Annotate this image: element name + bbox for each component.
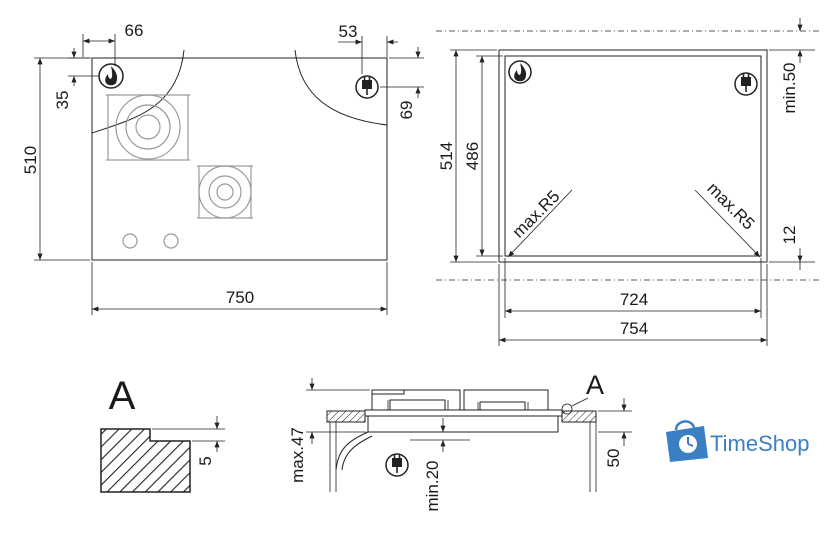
front-view: 750 510 66 35 53 69 — [21, 21, 424, 315]
width-label: 750 — [226, 288, 254, 307]
cutout-outer — [498, 49, 768, 263]
worktop-section-hatched — [100, 428, 191, 493]
hob-outline — [91, 57, 388, 261]
electric-plug-icon — [734, 72, 758, 96]
min-below-label: min.20 — [423, 460, 442, 511]
callout-letter: A — [586, 370, 604, 400]
knob-right — [163, 233, 179, 249]
gas-pipe — [335, 431, 369, 471]
left-offset-label: 66 — [125, 21, 144, 40]
large-burner-grate — [106, 94, 190, 161]
electric-plug-icon — [385, 453, 409, 477]
worktop-left — [326, 410, 366, 423]
radius-left-label: max.R5 — [509, 187, 564, 242]
worktop-right — [561, 410, 597, 423]
plug-offset-label: 69 — [397, 101, 416, 120]
detail-callout-circle — [561, 403, 573, 415]
knob-left — [122, 233, 138, 249]
electric-plug-icon — [355, 75, 379, 99]
gas-connection-icon — [508, 60, 532, 84]
hob-left-curve — [91, 49, 185, 134]
min-bottom-label: 12 — [780, 226, 799, 245]
cutout-inner — [504, 55, 762, 257]
radius-right-label: max.R5 — [703, 179, 758, 234]
min-top-label: min.50 — [780, 62, 799, 113]
right-offset-label: 53 — [339, 22, 358, 41]
top-offset-label: 35 — [53, 91, 72, 110]
detail-a: A 5 — [100, 374, 225, 493]
cutout-view: max.R5 max.R5 514 486 724 754 min.50 12 — [436, 18, 820, 346]
bag-clock-icon — [666, 420, 708, 462]
cabinet-wall-left — [329, 422, 337, 492]
cabinet-wall-right — [589, 422, 597, 492]
logo-text: TimeShop — [710, 431, 809, 456]
inner-width-label: 724 — [620, 290, 648, 309]
inner-height-label: 486 — [463, 142, 482, 170]
height-label: 510 — [21, 146, 40, 174]
small-burner-grate — [197, 165, 253, 219]
hob-plate — [364, 409, 563, 417]
hob-right-curve — [294, 49, 388, 126]
hob-body — [367, 416, 559, 433]
step-label: 5 — [196, 456, 215, 465]
detail-letter: A — [109, 374, 136, 418]
outer-height-label: 514 — [437, 142, 456, 170]
timeshop-logo: TimeShop — [666, 420, 809, 462]
outer-width-label: 754 — [620, 319, 648, 338]
gas-connection-icon — [98, 63, 124, 89]
section-view: max.47 min.20 50 A — [288, 370, 632, 512]
gas-pipe-inner — [341, 435, 373, 471]
section-grates — [371, 389, 549, 411]
max-height-label: max.47 — [288, 427, 307, 483]
worktop-label: 50 — [604, 449, 623, 468]
